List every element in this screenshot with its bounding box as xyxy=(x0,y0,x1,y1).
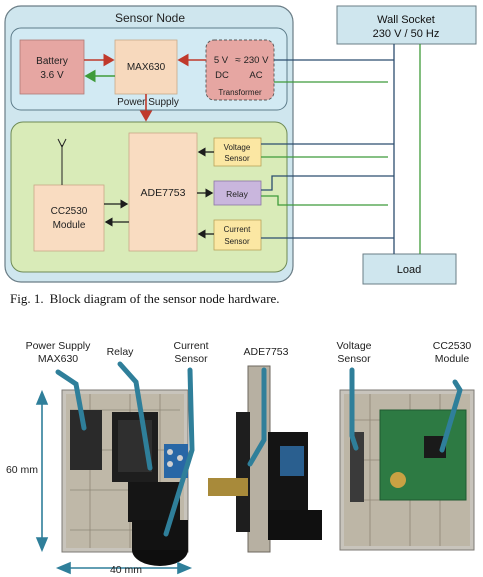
wall-socket-label-line1: Wall Socket xyxy=(377,14,435,26)
photo-label-ade7753: ADE7753 xyxy=(236,346,296,359)
photo-label-cc-line2: Module xyxy=(424,353,480,366)
photo-label-power-supply-line2: MAX630 xyxy=(18,353,98,366)
photo-label-cc2530: CC2530 Module xyxy=(424,340,480,366)
figure-label: Fig. 1. xyxy=(10,291,44,306)
photo-label-current-line1: Current xyxy=(166,340,216,353)
figure-caption: Fig. 1. Block diagram of the sensor node … xyxy=(10,291,280,307)
photo-label-width: 40 mm xyxy=(104,564,148,577)
cc2530-block xyxy=(34,185,104,251)
current-sensor-label-line1: Current xyxy=(224,225,251,234)
transformer-left-label: 5 V xyxy=(214,55,229,66)
transformer-dc-label: DC xyxy=(215,70,229,81)
photo-label-voltage-line1: Voltage xyxy=(326,340,382,353)
photo-label-current-sensor: Current Sensor xyxy=(166,340,216,366)
photo-label-voltage-line2: Sensor xyxy=(326,353,382,366)
sensor-node-title: Sensor Node xyxy=(115,11,185,25)
transformer-ac-label: AC xyxy=(249,70,262,81)
transformer-caption: Transformer xyxy=(218,88,262,97)
transformer-approx-sign: ≈ xyxy=(235,55,241,66)
photo-label-relay: Relay xyxy=(100,346,140,359)
photo-label-current-line2: Sensor xyxy=(166,353,216,366)
voltage-sensor-label-line1: Voltage xyxy=(224,143,251,152)
cc2530-label-line1: CC2530 xyxy=(51,206,88,217)
load-label: Load xyxy=(397,264,421,276)
transformer-right-label: 230 V xyxy=(244,55,269,66)
power-supply-label: Power Supply xyxy=(117,97,179,108)
ade7753-label: ADE7753 xyxy=(141,187,186,199)
wall-socket-label-line2: 230 V / 50 Hz xyxy=(373,28,440,40)
figure-caption-text: Block diagram of the sensor node hardwar… xyxy=(50,291,280,306)
battery-label-line2: 3.6 V xyxy=(40,70,64,81)
photo-label-power-supply-line1: Power Supply xyxy=(18,340,98,353)
cc2530-label-line2: Module xyxy=(53,220,86,231)
voltage-sensor-label-line2: Sensor xyxy=(224,154,250,163)
photo-label-height: 60 mm xyxy=(2,464,42,477)
relay-label: Relay xyxy=(226,189,248,199)
battery-block xyxy=(20,40,84,94)
photo-label-cc-line1: CC2530 xyxy=(424,340,480,353)
max630-label: MAX630 xyxy=(127,62,166,73)
photo-label-power-supply: Power Supply MAX630 xyxy=(18,340,98,366)
block-diagram: Sensor Node Power Supply Battery 3.6 V M… xyxy=(0,0,483,290)
current-sensor-label-line2: Sensor xyxy=(224,237,250,246)
photo-label-voltage-sensor: Voltage Sensor xyxy=(326,340,382,366)
battery-label-line1: Battery xyxy=(36,56,68,67)
